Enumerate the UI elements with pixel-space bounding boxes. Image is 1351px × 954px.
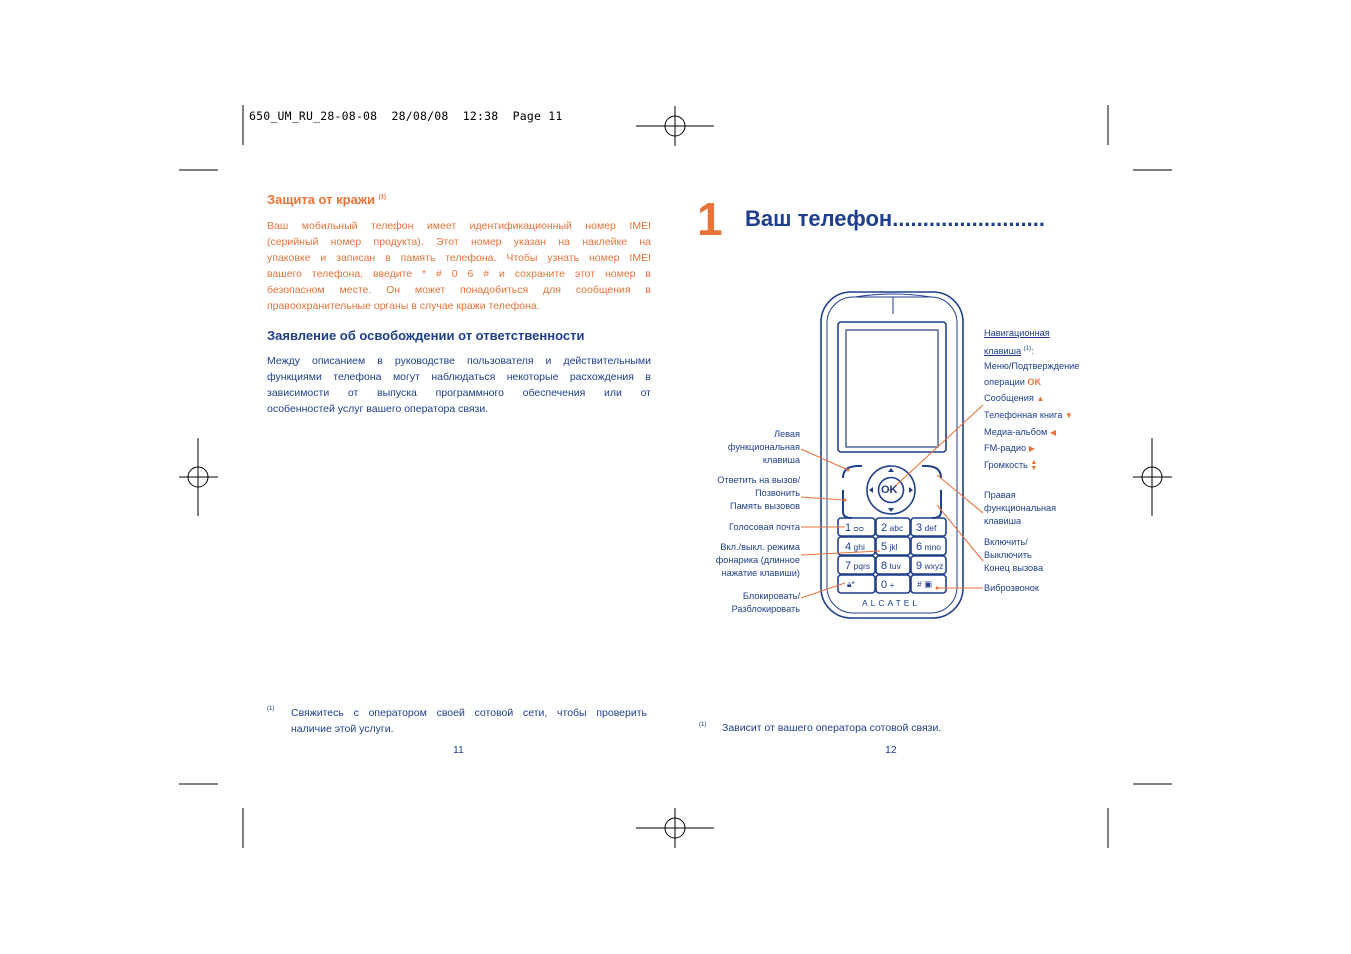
- label-torch: Вкл./выкл. режима фонарика (длинное нажа…: [715, 542, 800, 578]
- arrow-left-icon: ◀: [1049, 428, 1056, 437]
- key-4: 4 ghi: [845, 541, 865, 553]
- disclaimer-paragraph: Между описанием в руководстве пользовате…: [267, 355, 651, 415]
- label-right-softkey: Правая функциональная клавиша: [984, 490, 1057, 526]
- key-7: 7 pqrs: [845, 560, 871, 572]
- key-5: 5 jkl: [881, 541, 898, 553]
- label-voicemail: Голосовая почта: [729, 522, 800, 532]
- right-footnote: Зависит от вашего оператора сотовой связ…: [722, 722, 942, 734]
- ok-key-label: OK: [881, 484, 898, 496]
- label-fm: FM-радио ▶: [984, 443, 1035, 453]
- left-footnote-mark: (1): [267, 706, 275, 712]
- disclaimer-heading: Заявление об освобождении от ответственн…: [267, 328, 585, 343]
- label-messages: Сообщения ▲: [984, 393, 1045, 403]
- right-footnote-mark: (1): [699, 722, 707, 728]
- chapter-title: Ваш телефон.........................: [745, 206, 1045, 231]
- footnote-marker: (1): [378, 194, 386, 201]
- key-6: 6 mno: [916, 541, 942, 553]
- arrow-down-icon: ▼: [1064, 411, 1073, 420]
- label-power: Включить/ Выключить Конец вызова: [984, 537, 1044, 573]
- label-phonebook: Телефонная книга ▼: [984, 410, 1073, 420]
- arrow-up-icon: ▲: [1036, 394, 1045, 403]
- page-number-left: 11: [453, 744, 464, 756]
- arrow-right-icon: ▶: [1028, 444, 1035, 453]
- key-1: 1 ᴑᴑ: [845, 522, 864, 534]
- label-nav-key: Навигационная клавиша (1):: [984, 328, 1050, 357]
- keypad-grid: 1 ᴑᴑ 2 abc 3 def 4 ghi 5 jkl 6 mno 7 pqr…: [839, 519, 947, 595]
- key-2: 2 abc: [881, 522, 904, 534]
- key-8: 8 tuv: [881, 560, 901, 572]
- label-vibra: Виброзвонок: [984, 583, 1039, 593]
- key-3: 3 def: [916, 522, 937, 534]
- brand-logo: ALCATEL: [862, 598, 921, 608]
- chapter-number: 1: [697, 193, 723, 245]
- left-footnote: Свяжитесь с оператором своей сотовой сет…: [291, 707, 647, 735]
- theft-paragraph: Ваш мобильный телефон имеет идентификаци…: [267, 220, 651, 312]
- print-slug: 650_UM_RU_28-08-08 28/08/08 12:38 Page 1…: [249, 109, 563, 123]
- ok-icon: OK: [1027, 377, 1042, 387]
- page-number-right: 12: [885, 744, 897, 756]
- label-media: Медиа-альбом ◀: [984, 427, 1056, 437]
- arrow-up-down-icon: ▲▼: [1030, 458, 1038, 472]
- key-0: 0 +: [881, 579, 895, 591]
- label-left-softkey: Левая функциональная клавиша: [727, 429, 800, 465]
- theft-heading: Защита от кражи (1): [267, 192, 386, 207]
- label-volume: Громкость ▲▼: [984, 458, 1038, 472]
- lock-icon: 🔒︎: [847, 579, 852, 589]
- key-9: 9 wxyz: [916, 560, 944, 572]
- label-menu: Меню/Подтверждение операции OK: [984, 361, 1080, 387]
- key-star: 🔒︎*: [847, 579, 855, 589]
- label-call-key: Ответить на вызов/ Позвонить Память вызо…: [717, 475, 800, 511]
- label-lock: Блокировать/ Разблокировать: [731, 591, 800, 614]
- vibrate-icon: ▣: [924, 579, 933, 589]
- key-hash: # ▣: [917, 579, 933, 589]
